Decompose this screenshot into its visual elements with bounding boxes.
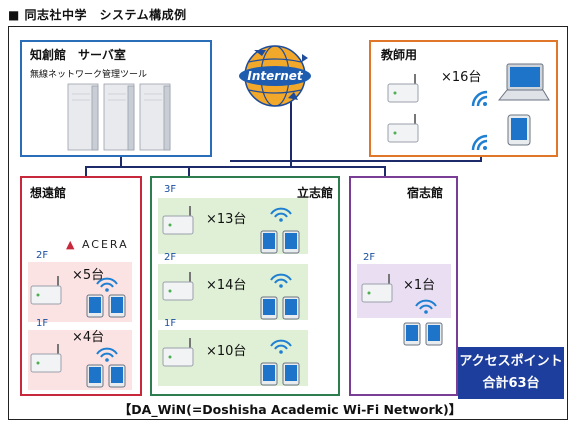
access-point-icon <box>387 114 419 143</box>
risshi-floor-1f: 1F <box>164 318 177 329</box>
sousou-count-1f: ×4台 <box>72 330 105 345</box>
risshi-floor-3f: 3F <box>164 184 177 195</box>
risshi-count-1f: ×10台 <box>206 344 247 359</box>
teachers-title: 教師用 <box>381 48 418 62</box>
tablet-icon <box>282 230 300 254</box>
risshi-count-3f: ×13台 <box>206 212 247 227</box>
sousou-count-2f: ×5台 <box>72 268 105 283</box>
access-point-icon <box>162 272 194 301</box>
risshi-title: 立志館 <box>297 186 334 200</box>
summary-line-1: アクセスポイント <box>459 354 563 369</box>
shukushi-count-2f: ×1台 <box>403 278 436 293</box>
access-point-icon <box>162 206 194 235</box>
management-tool-label: 無線ネットワーク管理ツール <box>30 70 148 80</box>
acera-brand-label: ACERA <box>81 238 129 251</box>
tablet-icon <box>86 294 104 318</box>
page-title: ■ 同志社中学 システム構成例 <box>8 8 187 22</box>
internet-label: Internet <box>247 69 303 83</box>
access-point-icon <box>361 274 393 303</box>
server-room-box: 知創館 サーバ室 無線ネットワーク管理ツール <box>20 40 212 157</box>
acera-logo-icon: ▲ <box>66 238 77 251</box>
risshi-count-2f: ×14台 <box>206 278 247 293</box>
tablet-icon <box>260 296 278 320</box>
tablet-icon <box>108 294 126 318</box>
tablet-icon <box>108 364 126 388</box>
wifi-icon <box>270 207 292 222</box>
risshi-building-box: 立志館 3F ×13台 2F ×14台 1F ×10台 <box>150 176 340 396</box>
tablet-icon <box>260 230 278 254</box>
sousou-floor-1f: 1F <box>36 318 49 329</box>
wifi-icon <box>96 347 118 362</box>
backbone-line <box>480 155 482 162</box>
access-point-icon <box>30 276 62 305</box>
shukushi-building-box: 宿志館 2F ×1台 <box>349 176 458 396</box>
acera-brand: ▲ ACERA <box>66 238 129 251</box>
server-room-title: 知創館 サーバ室 <box>30 48 126 62</box>
teachers-ap-count: ×16台 <box>441 70 482 85</box>
tablet-icon <box>403 322 421 346</box>
backbone-line <box>120 155 122 167</box>
access-point-icon <box>162 338 194 367</box>
wifi-icon <box>471 90 488 107</box>
network-name-caption: 【DA_WiN(=Doshisha Academic Wi-Fi Network… <box>118 402 462 417</box>
sousou-building-box: 想遠館 ▲ ACERA 2F ×5台 1F ×4台 <box>20 176 142 396</box>
server-rack-icon <box>67 83 171 151</box>
tablet-icon <box>282 296 300 320</box>
wifi-icon <box>270 339 292 354</box>
sousou-title: 想遠館 <box>30 186 67 200</box>
summary-line-2: 合計63台 <box>482 376 540 391</box>
tablet-icon <box>282 362 300 386</box>
wifi-icon <box>471 134 488 151</box>
tablet-icon <box>507 114 531 146</box>
risshi-floor-2f: 2F <box>164 252 177 263</box>
wifi-icon <box>96 277 118 292</box>
internet-globe: Internet <box>232 40 318 112</box>
backbone-line <box>85 166 385 168</box>
teachers-box: 教師用 ×16台 <box>369 40 558 157</box>
shukushi-title: 宿志館 <box>407 186 444 200</box>
tablet-icon <box>86 364 104 388</box>
shukushi-floor-2f: 2F <box>363 252 376 263</box>
backbone-line <box>230 160 480 162</box>
backbone-line <box>290 96 292 168</box>
access-point-icon <box>387 74 419 103</box>
access-point-icon <box>30 344 62 373</box>
wifi-icon <box>270 273 292 288</box>
tablet-icon <box>260 362 278 386</box>
wifi-icon <box>415 299 437 314</box>
diagram-frame <box>8 26 568 420</box>
globe-icon <box>239 45 311 107</box>
laptop-icon <box>497 63 550 101</box>
sousou-floor-2f: 2F <box>36 250 49 261</box>
access-point-total-badge: アクセスポイント 合計63台 <box>458 347 564 399</box>
tablet-icon <box>425 322 443 346</box>
